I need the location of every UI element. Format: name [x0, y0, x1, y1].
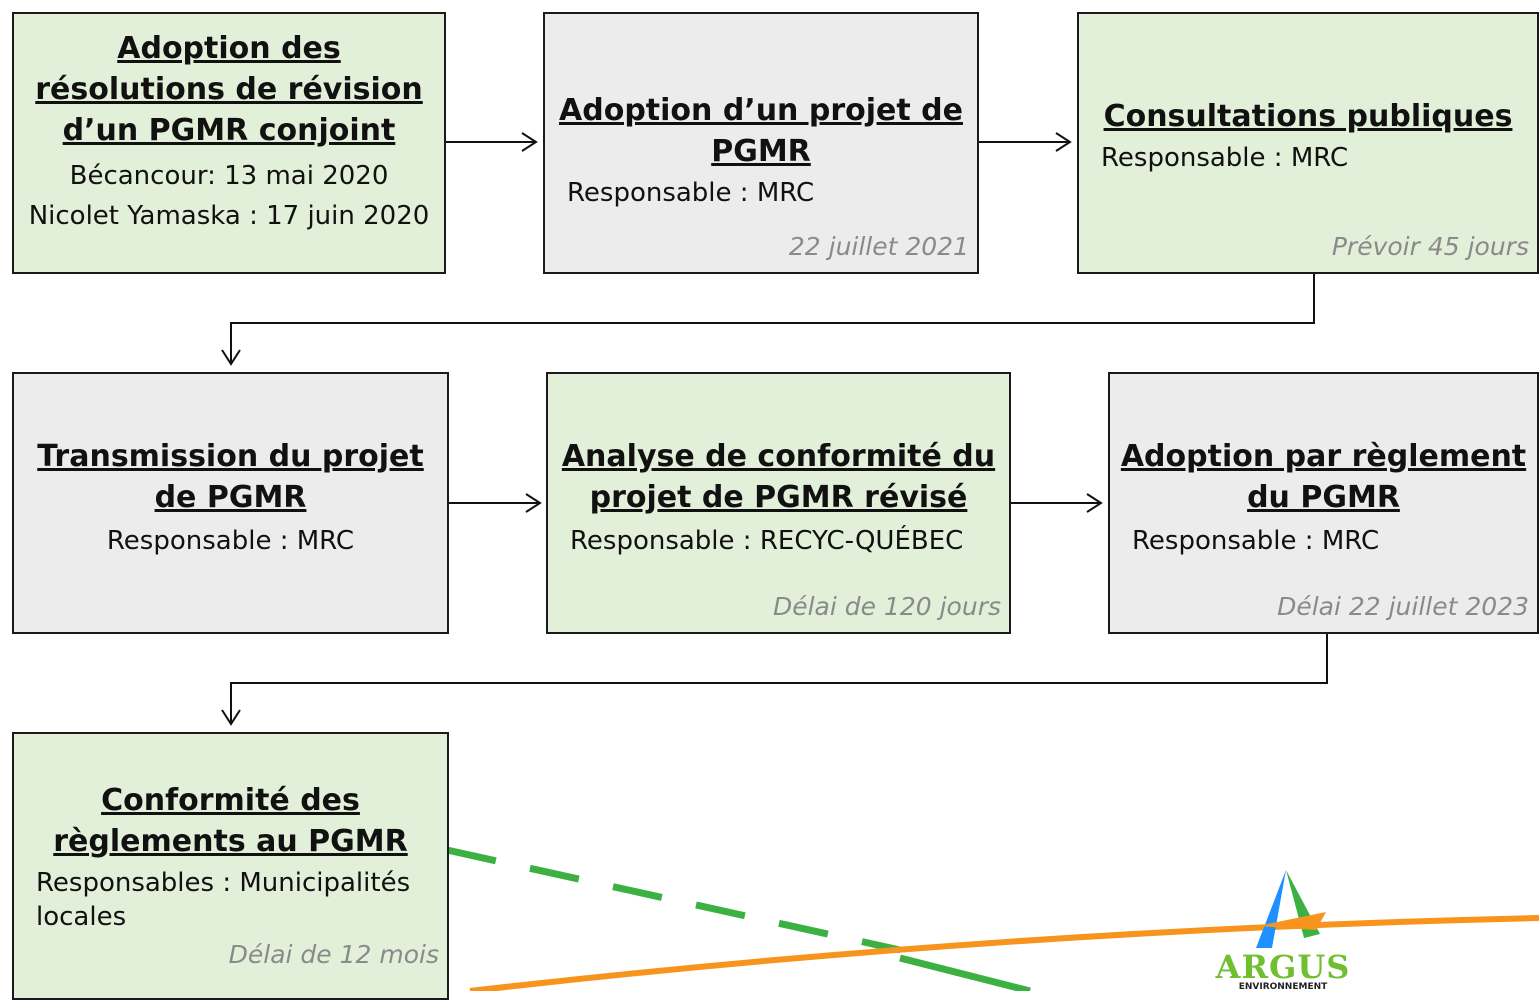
step-date-nicolet-yamaska: Nicolet Yamaska : 17 juin 2020 [28, 201, 430, 231]
step-title: Conformité des règlements au PGMR [53, 783, 408, 859]
decorative-orange-line [469, 915, 1539, 991]
step-deadline-note: Délai de 120 jours [772, 592, 1001, 621]
step-deadline-note: 22 juillet 2021 [788, 232, 969, 261]
step-title: Consultations publiques [1103, 99, 1513, 134]
argus-logo-subtitle: ENVIRONNEMENT [1238, 982, 1328, 992]
step-adoption-reglement: Adoption par règlement du PGMR Responsab… [1108, 372, 1539, 634]
arrow-1-to-2 [446, 132, 538, 152]
step-title: Analyse de conformité du projet de PGMR … [561, 439, 996, 515]
step-responsible: Responsable : MRC [1132, 526, 1380, 556]
step-deadline-note: Délai 22 juillet 2023 [1277, 592, 1529, 621]
step-title: Adoption des résolutions de révision d’u… [35, 31, 423, 148]
argus-logo-mark [1256, 870, 1326, 948]
step-title: Adoption d’un projet de PGMR [559, 93, 963, 169]
step-analyse-conformite: Analyse de conformité du projet de PGMR … [546, 372, 1011, 634]
step-responsible: Responsable : MRC [567, 178, 815, 208]
step-responsible: Responsable : MRC [1101, 143, 1349, 173]
step-deadline-note: Délai de 12 mois [228, 940, 439, 969]
argus-logo-name: ARGUS [1215, 948, 1351, 986]
step-responsible: Responsables : Municipalités locales [36, 868, 411, 932]
decorative-green-dashed-line [446, 846, 901, 954]
step-date-becancour: Bécancour: 13 mai 2020 [69, 161, 389, 191]
argus-logo: ARGUS ENVIRONNEMENT [1198, 868, 1368, 992]
arrow-4-to-5 [448, 493, 542, 513]
step-resolutions-revision: Adoption des résolutions de révision d’u… [12, 12, 446, 274]
arrow-3-to-4 [221, 273, 1315, 366]
step-adoption-projet: Adoption d’un projet de PGMR Responsable… [543, 12, 979, 274]
step-consultations-publiques: Consultations publiques Responsable : MR… [1077, 12, 1539, 274]
decorative-green-line [899, 954, 1031, 991]
step-title: Adoption par règlement du PGMR [1120, 439, 1527, 515]
arrow-2-to-3 [978, 132, 1072, 152]
step-responsible: Responsable : MRC [106, 526, 355, 556]
step-deadline-note: Prévoir 45 jours [1331, 232, 1529, 261]
arrow-6-to-7 [221, 633, 1328, 726]
step-transmission-projet: Transmission du projet de PGMR Responsab… [12, 372, 449, 634]
step-title: Transmission du projet de PGMR [37, 439, 424, 515]
arrow-5-to-6 [1010, 493, 1103, 513]
step-conformite-reglements: Conformité des règlements au PGMR Respon… [12, 732, 449, 1000]
step-responsible: Responsable : RECYC-QUÉBEC [570, 526, 964, 556]
